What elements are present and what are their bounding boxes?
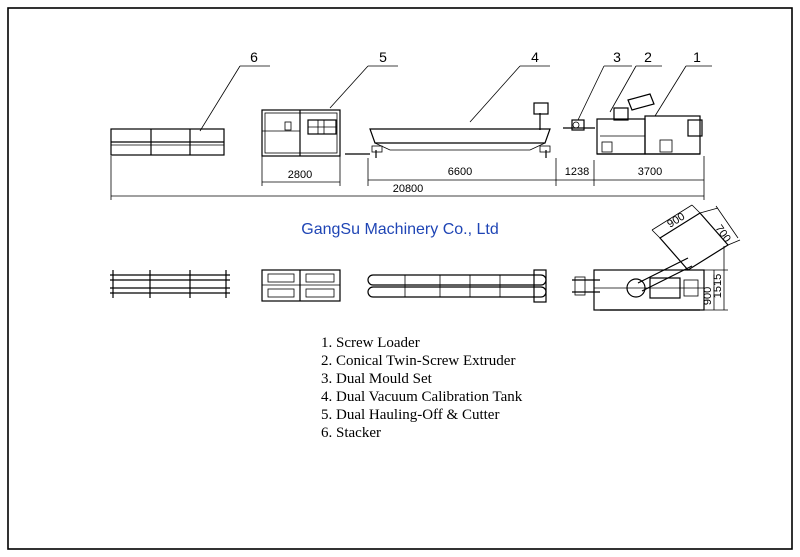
drawing-frame [7, 7, 793, 550]
dim-2800: 2800 [288, 169, 312, 181]
legend-item-stacker: 6. Stacker [321, 425, 381, 441]
callout-3: 3 [577, 49, 632, 121]
svg-text:4: 4 [531, 49, 539, 65]
vacuum-tank-plan [367, 269, 547, 303]
legend-item-extruder: 2. Conical Twin-Screw Extruder [321, 353, 516, 369]
legend-item-screw-loader: 1. Screw Loader [321, 335, 420, 351]
svg-text:3: 3 [613, 49, 621, 65]
dim-1238: 1238 [565, 166, 589, 178]
svg-text:1: 1 [693, 49, 701, 65]
hauling-cutter-plan [261, 269, 341, 302]
dimension-lines: 2800 6600 1238 3700 20800 [110, 156, 705, 200]
extruder-elevation [596, 93, 703, 155]
mould-elevation [563, 119, 595, 131]
legend-list: 1. Screw Loader 2. Conical Twin-Screw Ex… [321, 334, 522, 442]
svg-text:2: 2 [644, 49, 652, 65]
dim-side-1515: 1515 [712, 274, 724, 298]
callout-5: 5 [329, 49, 398, 109]
dim-side-900: 900 [702, 287, 714, 305]
callout-1: 1 [654, 49, 712, 117]
elevation-view: 6 5 4 3 2 1 [110, 49, 712, 200]
stacker-elevation [110, 128, 225, 156]
callout-4: 4 [469, 49, 550, 123]
legend-item-hauling-cutter: 5. Dual Hauling-Off & Cutter [321, 407, 500, 423]
company-name: GangSu Machinery Co., Ltd [301, 221, 499, 238]
hauling-cutter-elevation [261, 109, 341, 157]
callout-2: 2 [609, 49, 662, 113]
dim-20800: 20800 [393, 183, 424, 195]
extruder-plan [572, 269, 705, 311]
vacuum-tank-elevation [345, 102, 551, 158]
callout-6: 6 [199, 49, 270, 132]
dim-6600: 6600 [448, 166, 472, 178]
dim-3700: 3700 [638, 166, 662, 178]
plan-side-dimensions: 900 1515 [702, 246, 728, 311]
svg-text:5: 5 [379, 49, 387, 65]
legend-item-vacuum-tank: 4. Dual Vacuum Calibration Tank [321, 389, 523, 405]
legend-item-mould: 3. Dual Mould Set [321, 371, 432, 387]
svg-text:6: 6 [250, 49, 258, 65]
plan-view: 900 700 900 1515 [110, 204, 741, 311]
stacker-plan [110, 270, 230, 298]
